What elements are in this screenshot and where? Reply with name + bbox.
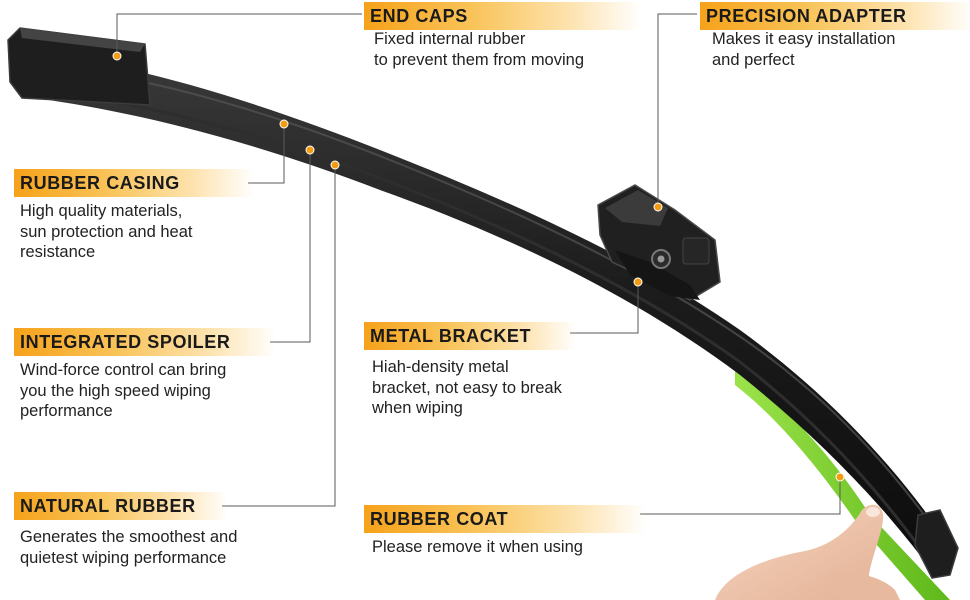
marker-precision-adapter [653, 202, 663, 212]
rubber-coat-line-1: Please remove it when using [372, 538, 583, 556]
marker-integrated-spoiler [305, 145, 315, 155]
marker-natural-rubber [330, 160, 340, 170]
natural-rubber-label: NATURAL RUBBER [14, 492, 228, 520]
rubber-casing-line-3: resistance [20, 243, 96, 261]
end-caps-line-2: to prevent them from moving [374, 50, 585, 69]
precision-adapter-line-2: and perfect [712, 50, 795, 69]
end-cap-left-top [20, 28, 145, 52]
leader-precision-adapter [657, 13, 697, 205]
metal-bracket-line-3: when wiping [372, 399, 463, 417]
leader-natural-rubber [222, 165, 336, 507]
leader-end-caps [116, 13, 362, 54]
natural-rubber-description: Generates the smoothest and quietest wip… [20, 527, 237, 568]
precision-adapter-line-1: Makes it easy installation [712, 30, 896, 48]
integrated-spoiler-description: Wind-force control can bring you the hig… [20, 360, 226, 422]
precision-adapter [597, 184, 721, 301]
spoiler-ridge [29, 63, 929, 521]
leader-integrated-spoiler [270, 150, 311, 343]
integrated-spoiler-label: INTEGRATED SPOILER [14, 328, 276, 356]
precision-adapter-description: Makes it easy installation and perfect [712, 29, 895, 70]
end-cap-right [914, 509, 959, 579]
metal-bracket-description: Hiah-density metal bracket, not easy to … [372, 357, 562, 419]
marker-rubber-casing [279, 119, 289, 129]
casing-edge [23, 86, 927, 556]
leader-rubber-casing [248, 124, 285, 184]
marker-end-caps [112, 51, 122, 61]
metal-bracket-line-1: Hiah-density metal [372, 358, 509, 376]
green-rubber-coat [735, 365, 950, 600]
rubber-casing-line-1: High quality materials, [20, 202, 183, 220]
marker-metal-bracket [633, 277, 643, 287]
precision-adapter-label: PRECISION ADAPTER [700, 2, 970, 30]
end-caps-description: Fixed internal rubber to prevent them fr… [374, 29, 584, 70]
marker-rubber-coat [835, 472, 845, 482]
metal-bracket-label: METAL BRACKET [364, 322, 576, 350]
rubber-casing-line-2: sun protection and heat [20, 222, 193, 241]
rubber-casing-description: High quality materials, sun protection a… [20, 201, 192, 263]
leader-metal-bracket [570, 282, 639, 334]
integrated-spoiler-line-1: Wind-force control can bring [20, 361, 227, 379]
metal-bracket-line-2: bracket, not easy to break [372, 378, 562, 397]
leader-lines [116, 13, 841, 515]
end-caps-line-1: Fixed internal rubber [374, 30, 526, 48]
natural-rubber-line-1: Generates the smoothest and [20, 528, 238, 546]
wiper-blade-body [18, 52, 955, 575]
rubber-coat-label: RUBBER COAT [364, 505, 646, 533]
integrated-spoiler-line-2: you the high speed wiping [20, 381, 211, 400]
integrated-spoiler-line-3: performance [20, 402, 113, 420]
marker-dots [112, 51, 845, 482]
hand-illustration [715, 504, 900, 600]
rubber-casing-label: RUBBER CASING [14, 169, 254, 197]
end-caps-label: END CAPS [364, 2, 640, 30]
natural-rubber-line-2: quietest wiping performance [20, 548, 227, 567]
rubber-coat-description: Please remove it when using [372, 537, 583, 558]
leader-rubber-coat [640, 478, 841, 515]
